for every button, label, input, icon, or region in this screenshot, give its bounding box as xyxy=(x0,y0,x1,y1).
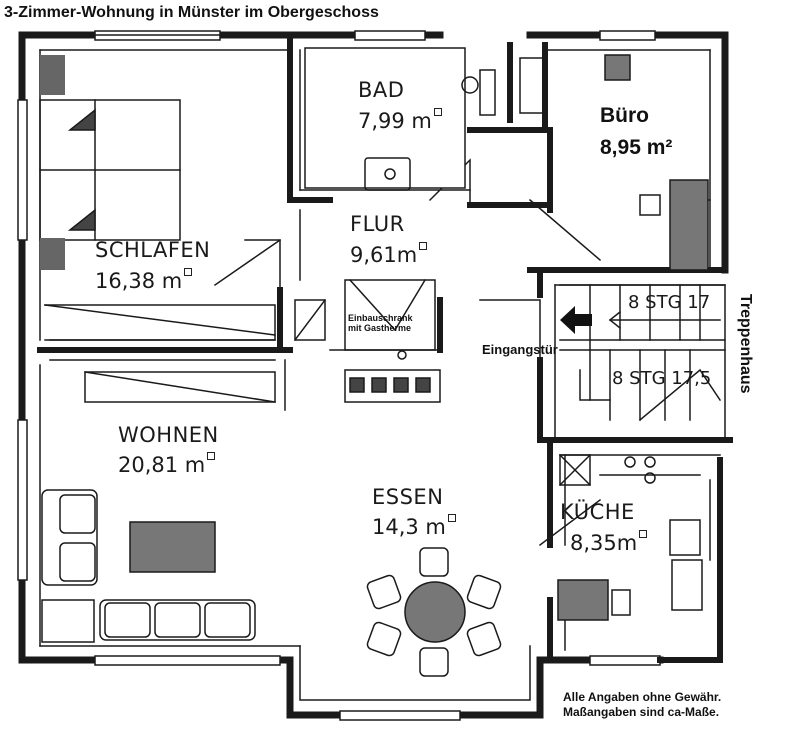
unit-square-mark xyxy=(447,514,456,522)
room-bad-area: 7,99 m xyxy=(358,108,442,133)
room-essen-area-text: 14,3 m xyxy=(372,515,446,539)
unit-square-mark xyxy=(433,108,442,116)
disclaimer-line1: Alle Angaben ohne Gewähr. xyxy=(563,690,722,704)
bed xyxy=(39,99,181,241)
stairs-lower-label: 8 STG 17,5 xyxy=(612,368,712,389)
room-kueche-name: KÜCHE xyxy=(560,500,635,524)
unit-square-mark xyxy=(184,268,193,276)
room-flur-name: FLUR xyxy=(350,212,405,236)
room-bad-name: BAD xyxy=(358,78,405,102)
room-flur-area-text: 9,61m xyxy=(350,243,418,267)
unit-square-mark xyxy=(639,530,648,538)
room-essen-name: ESSEN xyxy=(372,485,444,509)
window-sill-left-2 xyxy=(40,238,65,270)
living-furniture xyxy=(41,371,276,643)
stairs xyxy=(559,284,726,441)
room-essen-area: 14,3 m xyxy=(372,514,456,539)
window-sill-left xyxy=(40,55,65,95)
room-wohnen-name: WOHNEN xyxy=(118,423,219,447)
page-title: 3-Zimmer-Wohnung in Münster im Obergesch… xyxy=(4,4,379,21)
room-kueche-area-text: 8,35m xyxy=(570,531,638,555)
disclaimer-note: Alle Angaben ohne Gewähr. Maßangaben sin… xyxy=(563,690,721,720)
einbauschrank xyxy=(293,279,441,403)
disclaimer-line2: Maßangaben sind ca-Maße. xyxy=(563,705,720,719)
room-buero-name: Büro xyxy=(600,104,649,127)
wardrobe xyxy=(44,304,276,341)
office-furniture xyxy=(604,54,709,271)
stairs-upper-label: 8 STG 17 xyxy=(628,292,711,313)
bath-fixtures xyxy=(304,47,546,191)
entrance-label: Eingangstür xyxy=(482,342,558,357)
room-schlafen-area-text: 16,38 m xyxy=(95,269,183,293)
unit-square-mark xyxy=(419,242,428,250)
room-flur-area: 9,61m xyxy=(350,242,428,267)
unit-square-mark xyxy=(207,452,216,460)
room-bad-area-text: 7,99 m xyxy=(358,109,432,133)
einbauschrank-label-line1: Einbauschrank xyxy=(348,313,413,323)
room-wohnen-area-text: 20,81 m xyxy=(118,453,206,477)
room-buero-area: 8,95 m² xyxy=(600,136,673,159)
entrance-arrow xyxy=(560,306,592,334)
interior-walls xyxy=(37,32,733,663)
windows xyxy=(17,30,661,721)
einbauschrank-label-line2: mit Gastherme xyxy=(348,323,412,333)
dining-table xyxy=(366,547,502,677)
room-schlafen-area: 16,38 m xyxy=(95,268,193,293)
kitchen-fixtures xyxy=(557,453,711,621)
room-kueche-area: 8,35m xyxy=(570,530,648,555)
einbauschrank-label: Einbauschrank mit Gastherme xyxy=(348,313,413,333)
room-wohnen-area: 20,81 m xyxy=(118,452,216,477)
stairwell-label: Treppenhaus xyxy=(737,294,754,394)
room-schlafen-name: SCHLAFEN xyxy=(95,238,211,262)
